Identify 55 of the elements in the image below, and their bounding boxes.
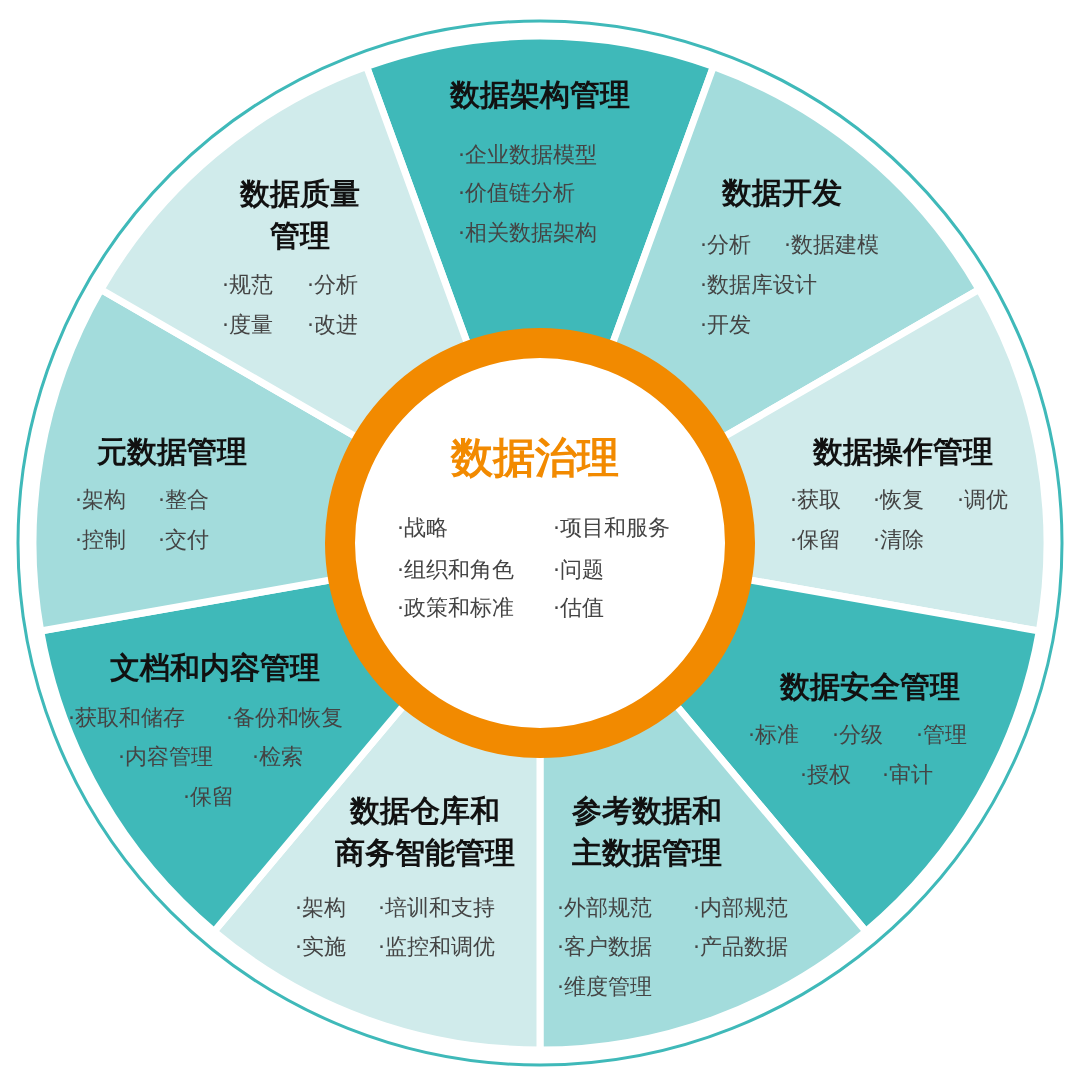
list-item: ·问题	[553, 557, 604, 583]
sector-title: 元数据管理	[97, 433, 247, 471]
list-item: ·获取和储存	[68, 705, 185, 731]
list-item: ·整合	[158, 487, 209, 513]
list-item: ·控制	[75, 527, 126, 553]
list-item: ·监控和调优	[378, 934, 495, 960]
list-item: ·开发	[700, 312, 751, 338]
list-item: ·保留	[790, 527, 841, 553]
center-title: 数据治理	[451, 437, 619, 479]
list-item: ·架构	[295, 895, 346, 921]
list-item: ·恢复	[873, 487, 924, 513]
list-item: ·检索	[252, 744, 303, 770]
list-item: ·相关数据架构	[458, 220, 597, 246]
list-item: ·审计	[882, 762, 933, 788]
list-item: ·授权	[800, 762, 851, 788]
sector-title: 数据安全管理	[780, 668, 960, 706]
list-item: ·战略	[397, 515, 448, 541]
list-item: ·产品数据	[693, 934, 788, 960]
list-item: ·交付	[158, 527, 209, 553]
list-item: ·组织和角色	[397, 557, 514, 583]
list-item: ·分析	[700, 232, 751, 258]
list-item: ·标准	[748, 722, 799, 748]
list-item: ·外部规范	[557, 895, 652, 921]
list-item: ·估值	[553, 595, 604, 621]
sector-title: 参考数据和主数据管理	[572, 792, 722, 872]
list-item: ·内部规范	[693, 895, 788, 921]
list-item: ·分析	[307, 272, 358, 298]
list-item: ·价值链分析	[458, 180, 575, 206]
list-item: ·客户数据	[557, 934, 652, 960]
list-item: ·备份和恢复	[226, 705, 343, 731]
list-item: ·调优	[957, 487, 1008, 513]
list-item: ·政策和标准	[397, 595, 514, 621]
sector-title: 数据架构管理	[450, 76, 630, 114]
list-item: ·架构	[75, 487, 126, 513]
sector-title: 数据仓库和商务智能管理	[335, 792, 515, 872]
list-item: ·企业数据模型	[458, 142, 597, 168]
list-item: ·管理	[916, 722, 967, 748]
list-item: ·获取	[790, 487, 841, 513]
list-item: ·改进	[307, 312, 358, 338]
list-item: ·实施	[295, 934, 346, 960]
list-item: ·维度管理	[557, 974, 652, 1000]
sector-title: 数据操作管理	[813, 433, 993, 471]
list-item: ·内容管理	[118, 744, 213, 770]
list-item: ·分级	[832, 722, 883, 748]
list-item: ·数据库设计	[700, 272, 817, 298]
list-item: ·度量	[222, 312, 273, 338]
sector-title: 数据质量管理	[240, 175, 360, 255]
list-item: ·数据建模	[784, 232, 879, 258]
list-item: ·清除	[873, 527, 924, 553]
sector-title: 数据开发	[722, 174, 842, 212]
list-item: ·项目和服务	[553, 515, 670, 541]
list-item: ·保留	[183, 784, 234, 810]
list-item: ·培训和支持	[378, 895, 495, 921]
list-item: ·规范	[222, 272, 273, 298]
sector-title: 文档和内容管理	[110, 649, 320, 687]
